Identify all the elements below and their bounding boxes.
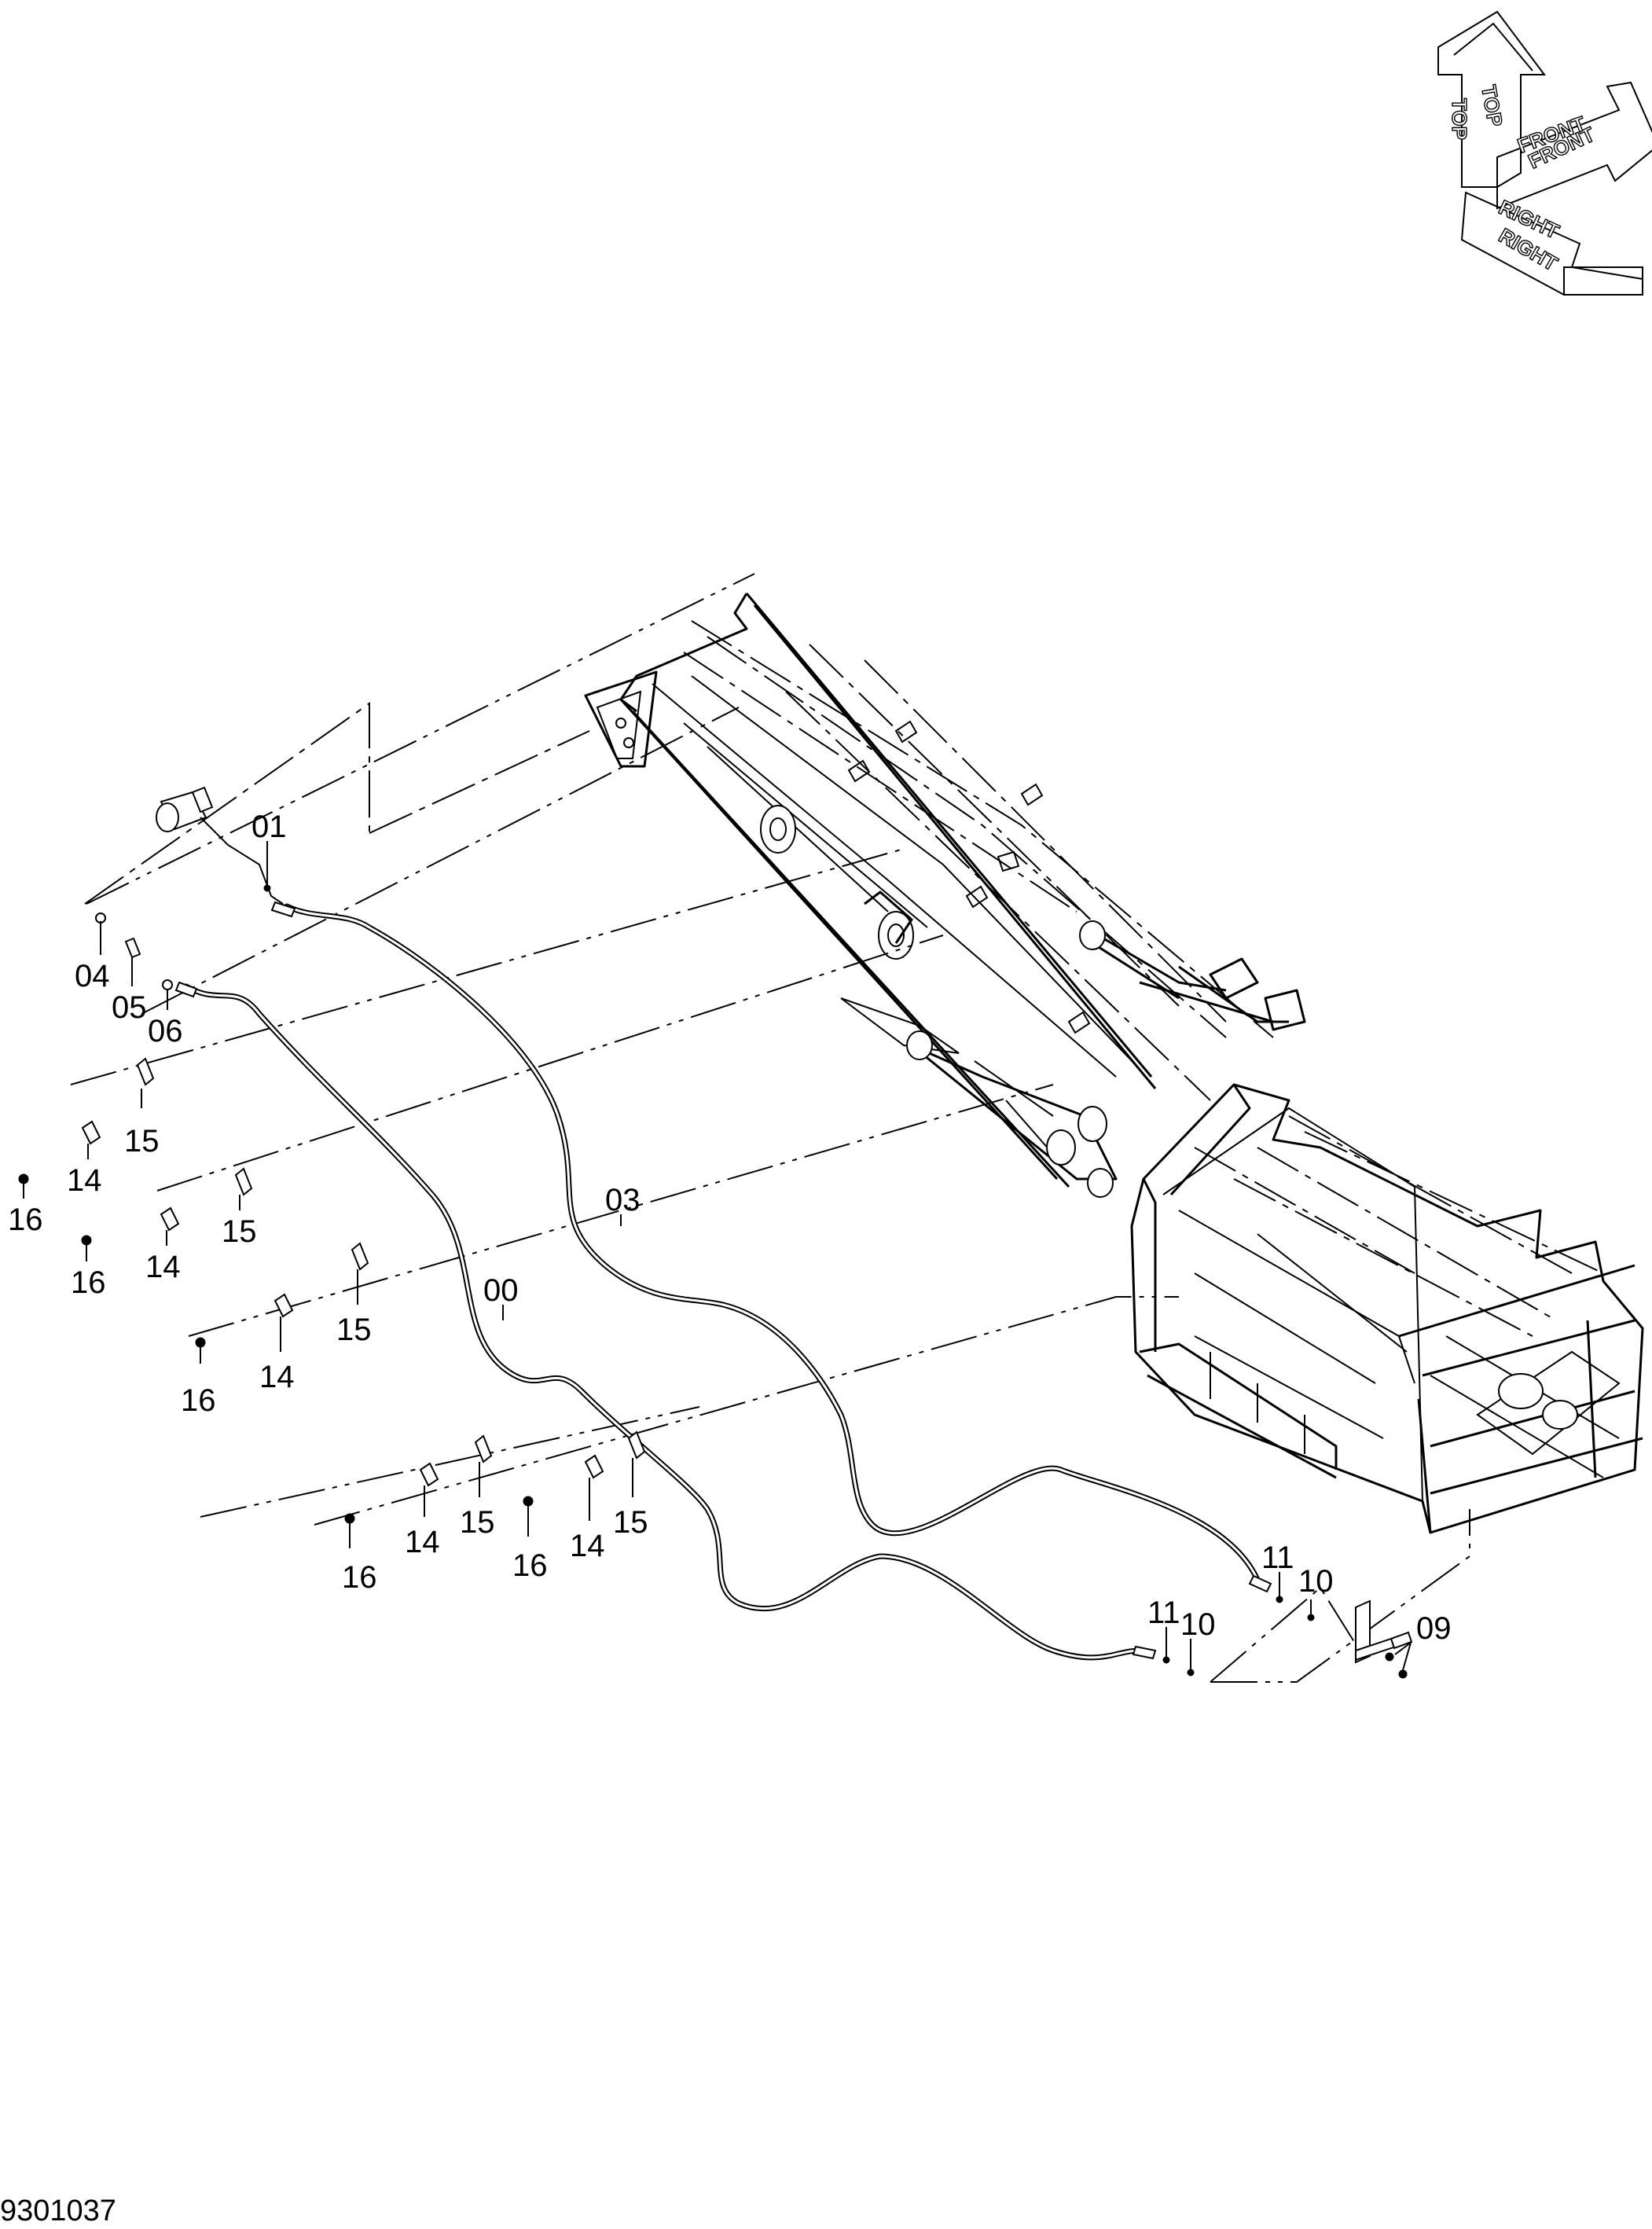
hardware-04-05-06 bbox=[95, 913, 173, 990]
callout-16-e: 16 bbox=[512, 1548, 548, 1583]
callout-06: 06 bbox=[148, 1014, 183, 1048]
hose-assemblies bbox=[174, 901, 1272, 1661]
callout-16-a: 16 bbox=[8, 1203, 43, 1237]
callout-15-b: 15 bbox=[222, 1214, 257, 1249]
callout-00: 00 bbox=[483, 1273, 519, 1308]
callout-04: 04 bbox=[75, 959, 110, 993]
callout-14-a: 14 bbox=[67, 1163, 102, 1198]
orientation-top-label-shadow: TOP bbox=[1477, 83, 1507, 128]
callout-10-a: 10 bbox=[1298, 1564, 1334, 1599]
callout-05: 05 bbox=[112, 990, 147, 1025]
callout-09: 09 bbox=[1416, 1611, 1452, 1646]
leader-lines bbox=[23, 841, 1412, 1673]
callout-16-d: 16 bbox=[342, 1560, 377, 1595]
drawing-number: 9301037 bbox=[0, 2194, 116, 2227]
callout-15-d: 15 bbox=[460, 1505, 495, 1540]
callout-15-a: 15 bbox=[124, 1124, 160, 1159]
orientation-indicator: TOP TOP FRONT FRONT RIGHT RIGHT bbox=[1437, 10, 1652, 296]
callout-15-c: 15 bbox=[336, 1313, 372, 1347]
clamp-sets bbox=[18, 1057, 646, 1524]
callout-03: 03 bbox=[605, 1183, 641, 1217]
callout-11-b: 11 bbox=[1147, 1596, 1180, 1630]
callout-16-b: 16 bbox=[71, 1265, 106, 1300]
orientation-top-label: TOP bbox=[1448, 98, 1471, 140]
callout-14-d: 14 bbox=[405, 1525, 440, 1559]
callout-14-c: 14 bbox=[259, 1360, 295, 1394]
callout-14-b: 14 bbox=[145, 1250, 181, 1284]
callout-14-e: 14 bbox=[570, 1529, 605, 1563]
callout-11-a: 11 bbox=[1261, 1540, 1294, 1575]
callout-labels: 01 04 05 06 03 00 14 15 16 14 15 16 14 1… bbox=[8, 810, 1452, 1646]
callout-10-b: 10 bbox=[1180, 1607, 1216, 1642]
machine-frame bbox=[584, 593, 1644, 1534]
callout-01: 01 bbox=[251, 810, 287, 844]
callout-15-e: 15 bbox=[613, 1505, 648, 1540]
component-01-motor bbox=[156, 786, 284, 905]
callout-16-c: 16 bbox=[181, 1383, 216, 1418]
